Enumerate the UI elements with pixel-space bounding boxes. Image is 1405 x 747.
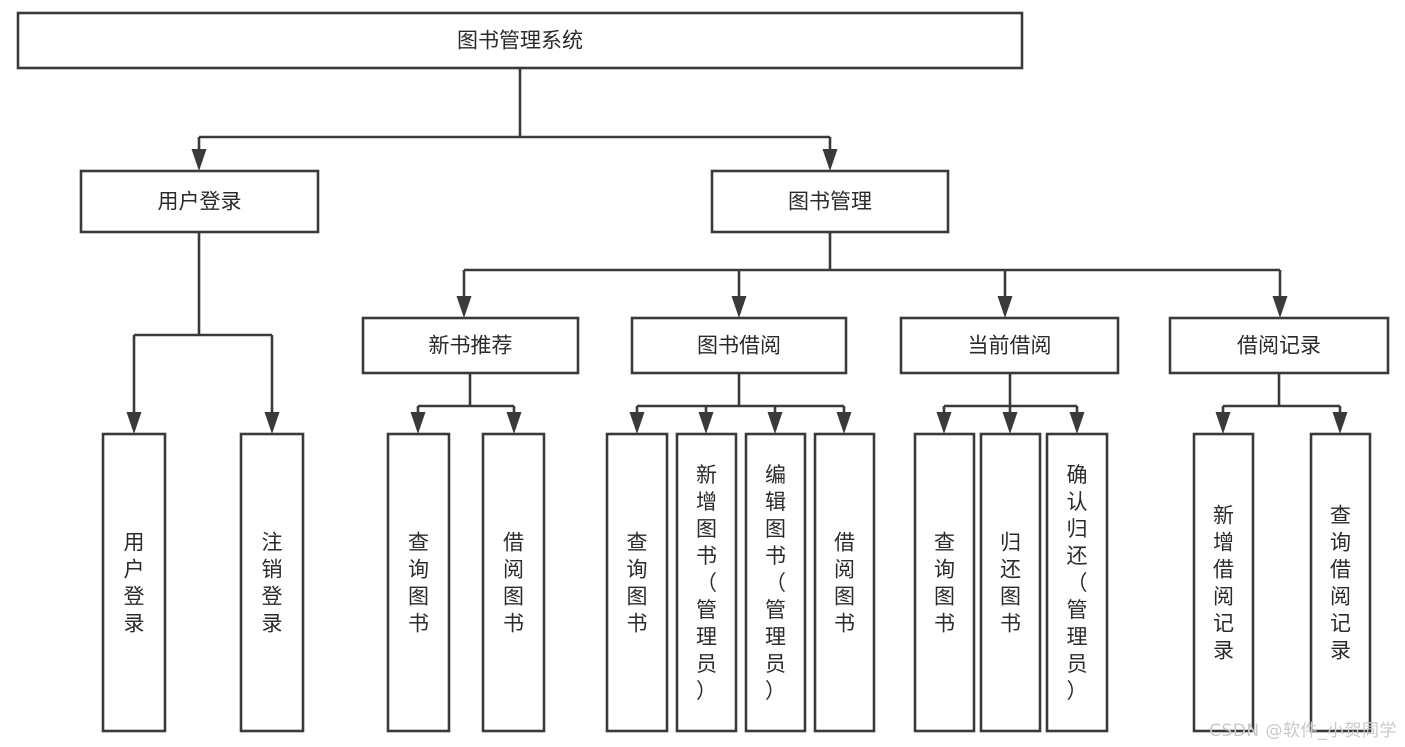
arrow-head-icon — [264, 412, 280, 434]
node-root[interactable]: 图书管理系统 — [16, 11, 1024, 70]
arrow-head-icon — [1002, 412, 1018, 434]
node-box-leaf-borrow-book-recommend[interactable] — [481, 432, 546, 733]
node-box-leaf-confirm-return[interactable] — [1045, 432, 1109, 733]
connector-c-current-split — [936, 373, 1085, 434]
arrow-head-icon — [506, 412, 522, 434]
node-box-leaf-query-book-recommend[interactable] — [386, 432, 451, 733]
node-label-leaf-add-book: 新增图书（管理员） — [696, 463, 717, 703]
node-label-new-book-recommend: 新书推荐 — [429, 334, 513, 358]
node-current-borrow[interactable]: 当前借阅 — [899, 316, 1120, 375]
node-layer: 图书管理系统用户登录图书管理新书推荐图书借阅当前借阅借阅记录用户登录注销登录查询… — [16, 11, 1390, 733]
connector-c-bookmanage-split — [456, 232, 1288, 318]
node-box-leaf-query-record[interactable] — [1309, 432, 1372, 733]
node-label-leaf-logout: 注销登录 — [262, 531, 283, 636]
connector-layer — [126, 68, 1348, 434]
connector-c-root-split — [191, 68, 838, 171]
node-box-user-login[interactable] — [79, 169, 320, 234]
node-box-leaf-query-book-current[interactable] — [913, 432, 976, 733]
node-leaf-borrow-book[interactable]: 借阅图书 — [813, 432, 876, 733]
node-label-book-manage: 图书管理 — [788, 190, 872, 214]
node-box-book-manage[interactable] — [710, 169, 950, 234]
node-box-leaf-edit-book[interactable] — [744, 432, 807, 733]
node-new-book-recommend[interactable]: 新书推荐 — [361, 316, 580, 375]
node-label-leaf-return-book: 归还图书 — [1000, 531, 1021, 636]
arrow-head-icon — [1069, 412, 1085, 434]
arrow-head-icon — [822, 149, 838, 171]
node-borrow-record[interactable]: 借阅记录 — [1168, 316, 1390, 375]
node-label-user-login: 用户登录 — [158, 190, 242, 214]
node-box-leaf-user-login[interactable] — [101, 432, 167, 733]
watermark-text: CSDN @软件_小贺同学 — [1209, 721, 1397, 741]
arrow-head-icon — [698, 412, 714, 434]
arrow-head-icon — [936, 412, 952, 434]
arrow-head-icon — [731, 296, 747, 318]
node-box-leaf-query-book-borrow[interactable] — [605, 432, 669, 733]
node-label-leaf-user-login: 用户登录 — [124, 531, 145, 636]
node-box-leaf-add-record[interactable] — [1192, 432, 1255, 733]
node-leaf-add-book[interactable]: 新增图书（管理员） — [675, 432, 738, 733]
node-box-book-borrow[interactable] — [630, 316, 848, 375]
arrow-head-icon — [1332, 412, 1348, 434]
node-box-root[interactable] — [16, 11, 1024, 70]
node-leaf-query-book-borrow[interactable]: 查询图书 — [605, 432, 669, 733]
arrow-head-icon — [410, 412, 426, 434]
node-leaf-borrow-book-recommend[interactable]: 借阅图书 — [481, 432, 546, 733]
connector-c-recommend-split — [410, 373, 522, 434]
node-leaf-query-book-recommend[interactable]: 查询图书 — [386, 432, 451, 733]
connector-c-userlogin-split — [126, 232, 280, 434]
node-leaf-user-login[interactable]: 用户登录 — [101, 432, 167, 733]
node-leaf-query-record[interactable]: 查询借阅记录 — [1309, 432, 1372, 733]
arrow-head-icon — [997, 296, 1013, 318]
arrow-head-icon — [126, 412, 142, 434]
node-label-leaf-query-book-borrow: 查询图书 — [627, 531, 648, 636]
node-box-leaf-borrow-book[interactable] — [813, 432, 876, 733]
node-label-leaf-edit-book: 编辑图书（管理员） — [765, 463, 786, 703]
node-label-leaf-borrow-book-recommend: 借阅图书 — [503, 531, 524, 636]
node-leaf-add-record[interactable]: 新增借阅记录 — [1192, 432, 1255, 733]
node-leaf-return-book[interactable]: 归还图书 — [979, 432, 1042, 733]
arrow-head-icon — [767, 412, 783, 434]
node-label-current-borrow: 当前借阅 — [968, 334, 1052, 358]
arrow-head-icon — [836, 412, 852, 434]
node-label-book-borrow: 图书借阅 — [697, 334, 781, 358]
node-label-leaf-confirm-return: 确认归还（管理员） — [1067, 463, 1088, 703]
arrow-head-icon — [191, 149, 207, 171]
arrow-head-icon — [629, 412, 645, 434]
node-box-borrow-record[interactable] — [1168, 316, 1390, 375]
arrow-head-icon — [1215, 412, 1231, 434]
node-user-login[interactable]: 用户登录 — [79, 169, 320, 234]
node-label-leaf-add-record: 新增借阅记录 — [1213, 504, 1234, 663]
node-label-leaf-query-book-current: 查询图书 — [934, 531, 955, 636]
node-book-borrow[interactable]: 图书借阅 — [630, 316, 848, 375]
node-book-manage[interactable]: 图书管理 — [710, 169, 950, 234]
connector-c-record-split — [1215, 373, 1348, 434]
node-leaf-edit-book[interactable]: 编辑图书（管理员） — [744, 432, 807, 733]
node-box-leaf-return-book[interactable] — [979, 432, 1042, 733]
node-label-borrow-record: 借阅记录 — [1237, 334, 1321, 358]
node-label-leaf-borrow-book: 借阅图书 — [834, 531, 855, 636]
node-label-leaf-query-book-recommend: 查询图书 — [408, 531, 429, 636]
arrow-head-icon — [1272, 296, 1288, 318]
node-box-current-borrow[interactable] — [899, 316, 1120, 375]
connector-c-borrow-split — [629, 373, 852, 434]
node-box-new-book-recommend[interactable] — [361, 316, 580, 375]
node-leaf-logout[interactable]: 注销登录 — [239, 432, 305, 733]
node-leaf-query-book-current[interactable]: 查询图书 — [913, 432, 976, 733]
node-leaf-confirm-return[interactable]: 确认归还（管理员） — [1045, 432, 1109, 733]
arrow-head-icon — [456, 296, 472, 318]
node-label-root: 图书管理系统 — [457, 29, 583, 53]
node-label-leaf-query-record: 查询借阅记录 — [1330, 504, 1351, 663]
node-box-leaf-logout[interactable] — [239, 432, 305, 733]
node-box-leaf-add-book[interactable] — [675, 432, 738, 733]
